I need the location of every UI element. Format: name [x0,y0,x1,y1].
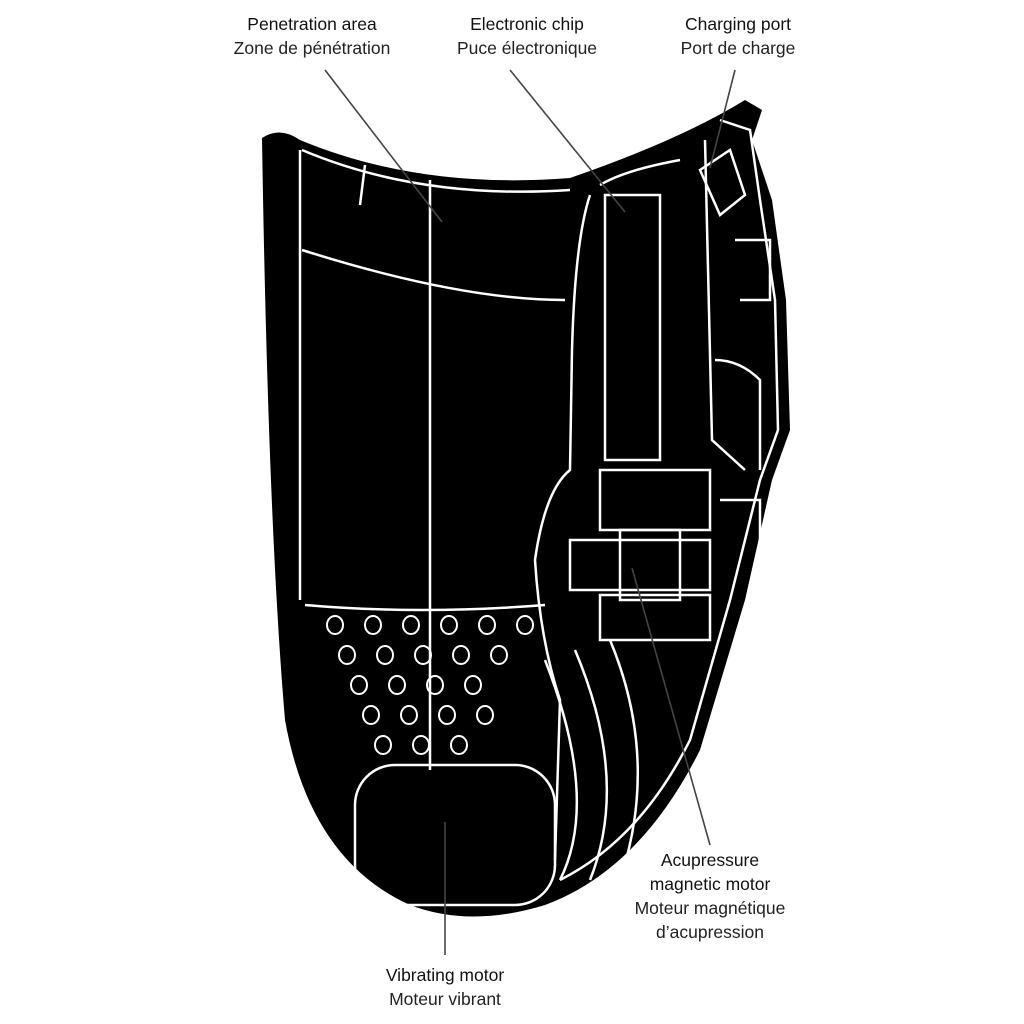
acupressure-node [440,615,458,635]
label-vibrating-fr: Moteur vibrant [389,989,501,1009]
acupressure-node [338,645,356,665]
label-chip-fr: Puce électronique [456,38,598,58]
label-acupressure-fr1: Moteur magnétique [634,898,786,918]
vibrating-motor [353,763,557,907]
inner-shell [533,158,681,861]
acupressure-node [376,645,394,665]
acupressure-node [476,705,494,725]
acupressure-node [464,675,482,695]
motor-block-lower [598,593,712,642]
leader-penetration [324,69,443,223]
label-chip-en: Electronic chip [470,14,584,34]
motor-block-mid [568,538,712,592]
leader-charging [709,69,736,169]
acupressure-node [326,615,344,635]
label-penetration-area: Penetration area Zone de pénétration [234,12,391,60]
acupressure-node [452,645,470,665]
label-charging-fr: Port de charge [680,38,796,58]
label-vibrating-en: Vibrating motor [385,965,505,985]
label-electronic-chip: Electronic chip Puce électronique [457,12,597,60]
right-shell [559,118,780,882]
acupressure-node [402,615,420,635]
acupressure-node [478,615,496,635]
acupressure-node [374,735,392,755]
acupressure-node [490,645,508,665]
label-acupressure-en2: magnetic motor [649,874,771,894]
acupressure-node [388,675,406,695]
label-acupressure-fr2: d’acupression [656,922,764,942]
label-charging-port: Charging port Port de charge [681,12,796,60]
acupressure-node [362,705,380,725]
penetration-area-outline [298,148,571,770]
acupressure-nodes [326,615,534,755]
acupressure-node [364,615,382,635]
label-acupressure-motor: Acupressure magnetic motor Moteur magnét… [635,848,786,944]
acupressure-node [414,645,432,665]
electronic-chip [603,193,662,462]
leader-lines [324,69,736,955]
outer-shell-curves [543,639,640,881]
label-vibrating-motor: Vibrating motor Moteur vibrant [386,963,504,1011]
acupressure-node [516,615,534,635]
acupressure-node [438,705,456,725]
acupressure-node [400,705,418,725]
device-silhouette [262,100,790,917]
label-acupressure-en1: Acupressure [660,850,760,870]
leader-chip [509,69,626,213]
label-charging-en: Charging port [684,14,792,34]
label-penetration-fr: Zone de pénétration [233,38,391,58]
acupressure-node [350,675,368,695]
leader-acupressure [631,567,711,846]
acupressure-node [412,735,430,755]
acupressure-node [426,675,444,695]
acupressure-node [450,735,468,755]
label-penetration-en: Penetration area [247,14,377,34]
charging-port [698,148,747,217]
